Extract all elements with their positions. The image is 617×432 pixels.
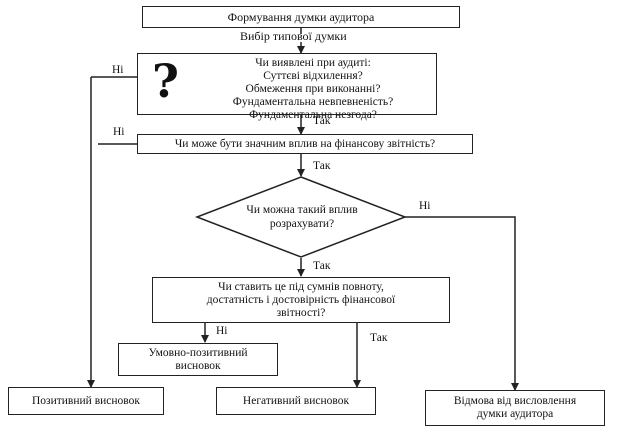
question-box-findings: Чи виявлені при аудиті: Суттєві відхилен…	[137, 53, 437, 121]
refusal-opinion-box: Відмова від висловлення думки аудитора	[425, 390, 605, 426]
label-yes-q1: Так	[313, 115, 331, 127]
refusal-line: Відмова від висловлення	[453, 395, 577, 407]
label-no-q1: Ні	[112, 64, 124, 76]
decision-line: Чи можна такий вплив	[246, 204, 358, 216]
question-mark: ?	[152, 54, 179, 108]
label-no-q4: Ні	[216, 325, 228, 337]
findings-line: Чи виявлені при аудиті:	[255, 57, 371, 69]
decision-text: Чи можна такий вплив розрахувати?	[222, 203, 382, 231]
doubt-line: Чи ставить це під сумнів повноту,	[218, 280, 384, 293]
question-box-doubt: Чи ставить це під сумнів повноту, достат…	[152, 277, 450, 323]
positive-text: Позитивний висновок	[32, 394, 140, 407]
findings-line: Фундаментальна невпевненість?	[232, 96, 394, 108]
title-box: Формування думки аудитора	[142, 6, 460, 28]
negative-opinion-box: Негативний висновок	[216, 387, 376, 415]
decision-line: розрахувати?	[269, 218, 335, 230]
label-yes-q3: Так	[313, 260, 331, 272]
label-no-q2: Ні	[113, 126, 125, 138]
conditional-opinion-box: Умовно-позитивний висновок	[118, 343, 278, 376]
positive-opinion-box: Позитивний висновок	[8, 387, 164, 415]
label-yes-q2: Так	[313, 160, 331, 172]
doubt-line: достатність і достовірність фінансової	[206, 293, 396, 306]
findings-line: Суттєві відхилення?	[263, 70, 363, 82]
label-yes-q4: Так	[370, 332, 388, 344]
title-text: Формування думки аудитора	[227, 9, 375, 24]
conditional-line: Умовно-позитивний	[148, 346, 248, 359]
findings-line: Фундаментальна незгода?	[249, 109, 377, 121]
findings-line: Обмеження при виконанні?	[245, 83, 381, 95]
negative-text: Негативний висновок	[242, 394, 350, 407]
subtitle-text: Вибір типової думки	[240, 29, 347, 43]
conditional-line: висновок	[175, 359, 221, 372]
doubt-line: звітності?	[276, 306, 326, 319]
label-no-q3: Ні	[419, 200, 431, 212]
impact-text: Чи може бути значним вплив на фінансову …	[174, 137, 436, 150]
connector-q3-no	[405, 216, 519, 391]
question-box-impact: Чи може бути значним вплив на фінансову …	[137, 134, 473, 154]
decision-diamond	[194, 176, 408, 258]
refusal-line: думки аудитора	[476, 408, 554, 420]
